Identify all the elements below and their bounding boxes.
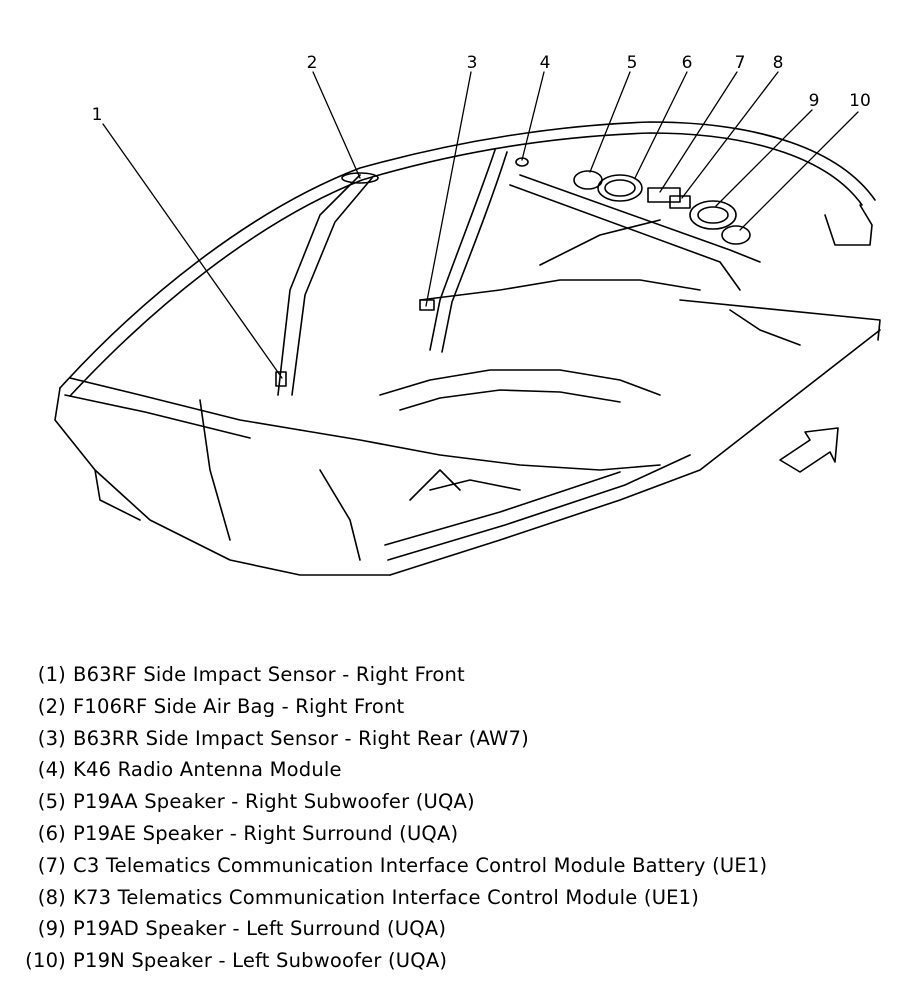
body-outline [54,121,881,576]
legend-text: K46 Radio Antenna Module [73,758,342,782]
legend-item: (9) P19AD Speaker - Left Surround (UQA) [0,913,901,945]
legend-number: (1) [37,663,66,686]
legend-number: (3) [37,726,66,750]
legend-text: P19N Speaker - Left Subwoofer (UQA) [73,949,448,973]
legend-text: F106RF Side Air Bag - Right Front [73,694,405,718]
legend-item: (4) K46 Radio Antenna Module [0,754,901,786]
callout-label: 8 [773,53,784,73]
legend-item: (7) C3 Telematics Communication Interface… [0,850,901,882]
callout-labels: 1 2 3 4 5 6 7 8 9 10 [92,53,871,125]
legend-number: (8) [37,885,66,909]
legend-number: (7) [37,853,66,877]
legend-text: P19AA Speaker - Right Subwoofer (UQA) [73,790,475,814]
callout-label: 3 [467,53,478,73]
legend-number: (10) [25,949,66,973]
callout-label: 5 [627,53,638,73]
legend-text: K73 Telematics Communication Interface C… [73,885,700,909]
legend-text: B63RR Side Impact Sensor - Right Rear (A… [73,726,529,750]
legend-item: (6) P19AE Speaker - Right Surround (UQA) [0,818,901,850]
legend-item: (8) K73 Telematics Communication Interfac… [0,882,901,914]
callout-label: 9 [809,91,820,111]
legend-text: B63RF Side Impact Sensor - Right Front [73,663,465,686]
legend-text: P19AE Speaker - Right Surround (UQA) [73,821,459,845]
vehicle-body-diagram: 1 2 3 4 5 6 7 8 9 10 [54,53,881,576]
component-shapes [275,157,839,473]
callout-label: 6 [682,53,693,73]
callout-label: 10 [849,91,871,111]
callout-label: 7 [735,53,746,73]
legend-text: P19AD Speaker - Left Surround (UQA) [73,917,447,941]
legend-text: C3 Telematics Communication Interface Co… [73,853,768,877]
legend-item: (3) B63RR Side Impact Sensor - Right Rear… [0,723,901,755]
component-legend: (1) B63RF Side Impact Sensor - Right Fron… [0,659,901,977]
leader-lines [102,71,859,379]
legend-item: (5) P19AA Speaker - Right Subwoofer (UQA) [0,786,901,818]
legend-number: (9) [37,917,66,941]
legend-number: (6) [37,821,66,845]
legend-number: (5) [37,790,66,814]
legend-number: (4) [37,758,66,782]
legend-item: (2) F106RF Side Air Bag - Right Front [0,691,901,723]
callout-label: 4 [540,53,551,73]
callout-label: 1 [92,105,103,125]
callout-label: 2 [307,53,318,73]
legend-number: (2) [37,694,66,718]
legend-item: (1) B63RF Side Impact Sensor - Right Fron… [0,659,901,691]
legend-item: (10) P19N Speaker - Left Subwoofer (UQA) [0,945,901,977]
